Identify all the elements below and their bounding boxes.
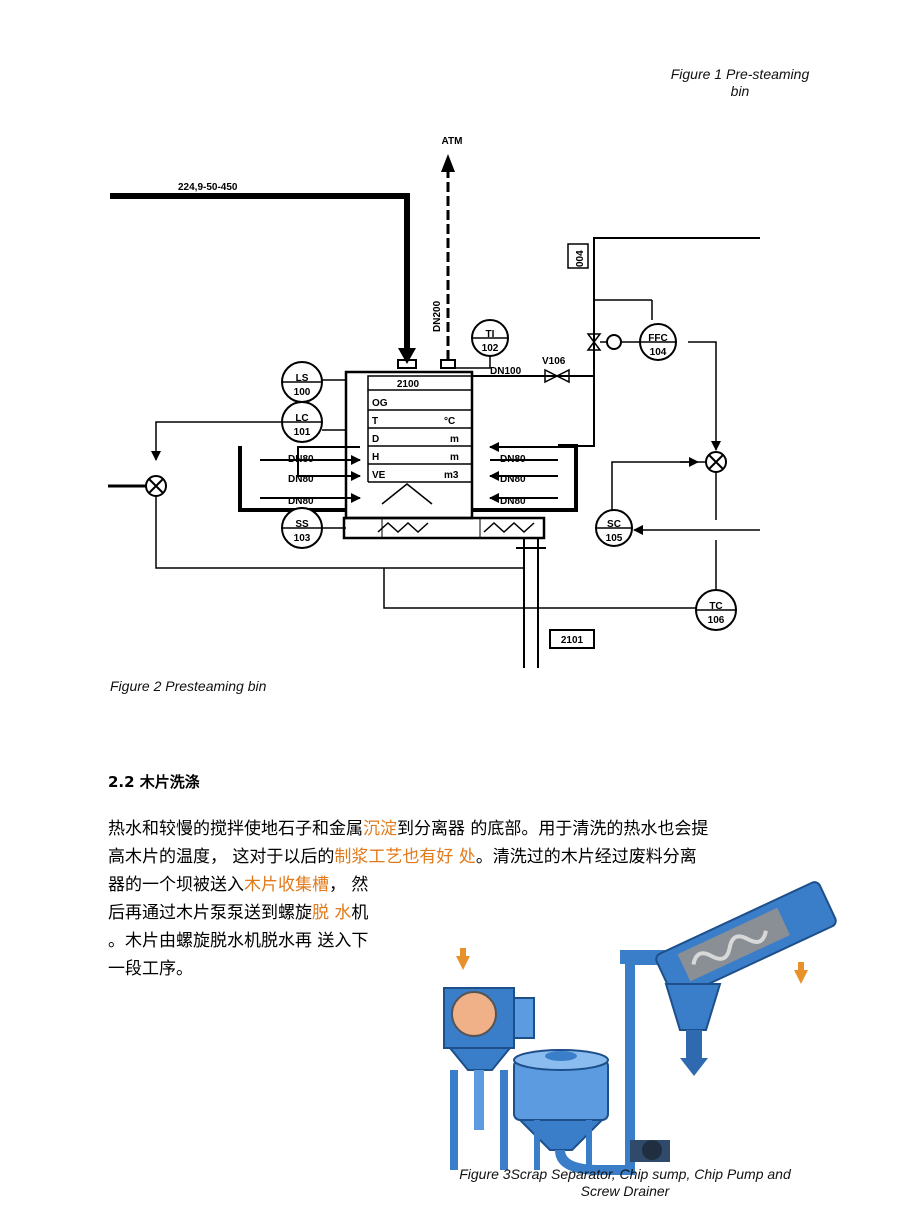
figure-1-caption-line-1: Figure 1 Pre-steaming bbox=[670, 66, 810, 82]
ffc-tag: FFC bbox=[648, 333, 667, 344]
row-d-unit: m bbox=[450, 434, 459, 445]
figure-3-caption-line-1: Figure 3Scrap Separator, Chip sump, Chip… bbox=[459, 1166, 791, 1182]
tc-tag: TC bbox=[709, 601, 722, 612]
paragraph-line-5: 。木片由螺旋脱水机脱水再 送入下 bbox=[108, 931, 369, 951]
ls-tag: LS bbox=[296, 373, 309, 384]
chip-sump bbox=[513, 1049, 609, 1170]
text-run: 热水和较慢的搅拌使地石子和金属 bbox=[108, 819, 363, 839]
screw-drainer bbox=[655, 881, 837, 1076]
outlet-id: 2101 bbox=[561, 635, 584, 646]
scrap-separator bbox=[443, 987, 535, 1170]
ffc-num: 104 bbox=[650, 347, 667, 358]
down-arrow-icon bbox=[456, 948, 470, 970]
text-run: 高木片的温度， 这对于以后的 bbox=[108, 847, 335, 867]
down-arrow-icon bbox=[794, 962, 808, 984]
highlight-link[interactable]: 沉淀 bbox=[363, 819, 397, 839]
sc-num: 105 bbox=[606, 533, 623, 544]
text-run: 器的一个坝被送入 bbox=[108, 875, 244, 895]
highlight-link[interactable]: 木片收集槽 bbox=[244, 875, 329, 895]
steam-line-label: 224,9-50-450 bbox=[178, 182, 238, 193]
text-run: 到分离器 的底部。用于清洗的热水也会提 bbox=[397, 819, 709, 839]
paragraph-line-6: 一段工序。 bbox=[108, 959, 193, 979]
row-t-unit: °C bbox=[444, 416, 455, 427]
down-arrow-icon bbox=[680, 1058, 708, 1076]
paragraph-line-2: 高木片的温度， 这对于以后的制浆工艺也有好 处。清洗过的木片经过废料分离 bbox=[108, 843, 697, 871]
paragraph-line-1: 热水和较慢的搅拌使地石子和金属沉淀到分离器 的底部。用于清洗的热水也会提 bbox=[108, 815, 708, 843]
sc-tag: SC bbox=[607, 519, 621, 530]
figure-3-caption-line-2: Screw Drainer bbox=[580, 1183, 670, 1199]
ss-tag: SS bbox=[295, 519, 309, 530]
lc-num: 101 bbox=[294, 427, 311, 438]
text-run: 。清洗过的木片经过废料分离 bbox=[475, 847, 697, 867]
ss-num: 103 bbox=[294, 533, 311, 544]
figure-1-caption: Figure 1 Pre-steaming bin bbox=[640, 66, 840, 100]
v106-label: V106 bbox=[542, 356, 566, 367]
figure-2-caption: Figure 2 Presteaming bin bbox=[110, 678, 267, 694]
section-heading: 2.2 木片洗涤 bbox=[108, 773, 200, 791]
tc-num: 106 bbox=[708, 615, 725, 626]
ls-num: 100 bbox=[294, 387, 311, 398]
lc-tag: LC bbox=[295, 413, 308, 424]
row-d-label: D bbox=[372, 434, 379, 445]
dn80-right-2: DN80 bbox=[500, 474, 526, 485]
paragraph-line-4: 后再通过木片泵泵送到螺旋脱 水机 bbox=[108, 899, 368, 927]
row-h-label: H bbox=[372, 452, 379, 463]
atm-label: ATM bbox=[442, 136, 463, 147]
text-run: 后再通过木片泵泵送到螺旋 bbox=[108, 903, 312, 923]
chip-pump bbox=[555, 950, 670, 1175]
dn80-left-2: DN80 bbox=[288, 474, 314, 485]
scrap-separator-illustration bbox=[443, 881, 837, 1175]
dn80-left-1: DN80 bbox=[288, 454, 314, 465]
tank-id: 2100 bbox=[397, 379, 420, 390]
row-ve-unit: m3 bbox=[444, 470, 459, 481]
highlight-link[interactable]: 制浆工艺也有好 处 bbox=[334, 847, 476, 867]
ti-num: 102 bbox=[482, 343, 499, 354]
figure-1-caption-line-2: bin bbox=[730, 83, 750, 99]
dn80-right-1: DN80 bbox=[500, 454, 526, 465]
dn80-left-3: DN80 bbox=[288, 496, 314, 507]
row-t-label: T bbox=[372, 416, 378, 427]
row-h-unit: m bbox=[450, 452, 459, 463]
line-004-label: 004 bbox=[575, 250, 586, 267]
row-ve-label: VE bbox=[372, 470, 386, 481]
dn100-label: DN100 bbox=[490, 366, 522, 377]
ti-tag: TI bbox=[486, 329, 495, 340]
dn200-label: DN200 bbox=[432, 300, 443, 332]
figure-3-caption: Figure 3Scrap Separator, Chip sump, Chip… bbox=[420, 1166, 830, 1200]
text-run: 机 bbox=[351, 903, 369, 923]
presteaming-bin-diagram: ATM 224,9-50-450 DN200 DN100 V106 004 21… bbox=[108, 136, 760, 668]
text-run: ， 然 bbox=[329, 875, 369, 895]
paragraph-line-3: 器的一个坝被送入木片收集槽， 然 bbox=[108, 871, 368, 899]
dn80-right-3: DN80 bbox=[500, 496, 526, 507]
row-og-label: OG bbox=[372, 398, 388, 409]
highlight-link[interactable]: 脱 水 bbox=[312, 903, 352, 923]
